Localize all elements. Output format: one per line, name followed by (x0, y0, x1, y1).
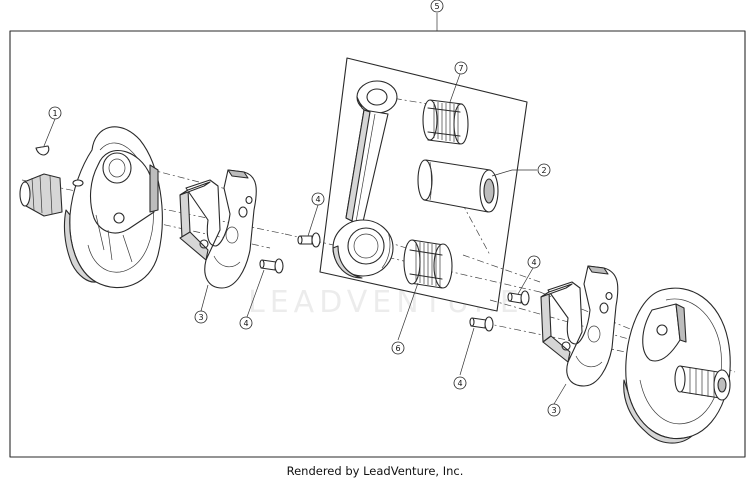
callout-3-left: 3 (194, 310, 208, 324)
screw-lower-left (259, 258, 284, 274)
callout-7: 7 (454, 61, 468, 75)
footer-credit: Rendered by LeadVenture, Inc. (286, 464, 464, 478)
right-counterweight (540, 265, 619, 387)
woodruff-key (35, 145, 50, 156)
svg-text:2: 2 (541, 166, 546, 175)
svg-text:4: 4 (315, 195, 320, 204)
connecting-rod (332, 80, 398, 279)
left-flywheel (19, 126, 163, 289)
svg-text:6: 6 (395, 344, 400, 353)
svg-text:1: 1 (52, 109, 57, 118)
needle-bearing-big-end (403, 239, 453, 289)
callout-4-upper-right: 4 (527, 255, 541, 269)
screw-lower-right (469, 316, 494, 332)
screw-upper-right (507, 290, 530, 306)
screw-upper-left (297, 232, 321, 248)
assembly-frame (9, 30, 746, 458)
svg-text:3: 3 (551, 406, 556, 415)
callout-5: 5 (430, 0, 444, 13)
callout-4-lower-left: 4 (239, 316, 253, 330)
callout-4-upper-left: 4 (311, 192, 325, 206)
callout-6: 6 (391, 341, 405, 355)
svg-text:4: 4 (243, 319, 248, 328)
svg-text:4: 4 (457, 379, 462, 388)
needle-bearing-small-end (422, 99, 469, 145)
callout-2: 2 (537, 163, 551, 177)
svg-text:3: 3 (198, 313, 203, 322)
crank-pin (417, 159, 499, 213)
callout-1: 1 (48, 106, 62, 120)
callout-4-lower-right: 4 (453, 376, 467, 390)
svg-text:5: 5 (434, 2, 439, 11)
svg-text:4: 4 (531, 258, 536, 267)
callout-3-right: 3 (547, 403, 561, 417)
svg-text:7: 7 (458, 64, 463, 73)
right-flywheel (623, 287, 731, 444)
leader-lines (43, 13, 567, 405)
left-counterweight (179, 169, 257, 289)
